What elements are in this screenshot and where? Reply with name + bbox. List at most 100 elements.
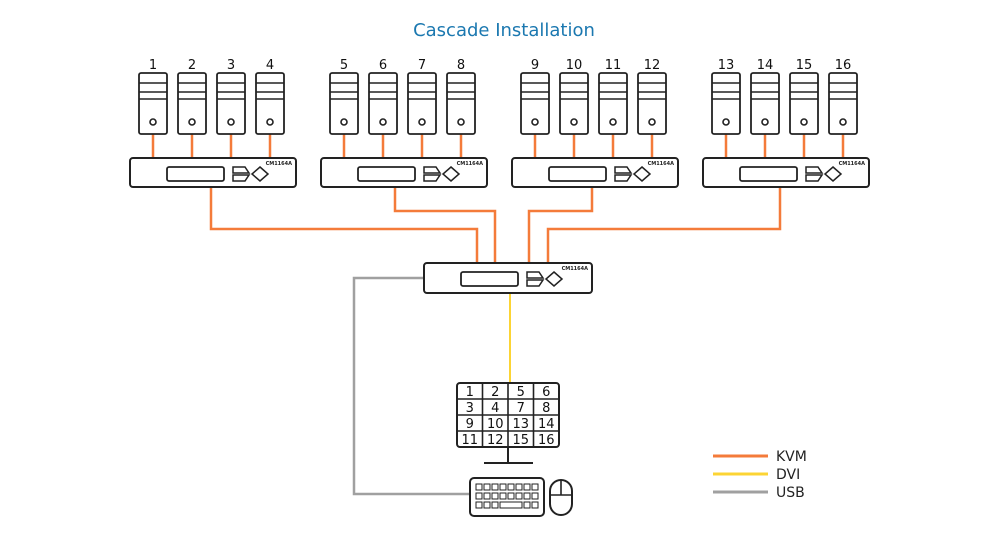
computer: 4 <box>255 58 285 135</box>
computer: 13 <box>711 58 741 135</box>
power-button-icon <box>418 118 426 126</box>
key <box>507 492 515 500</box>
key <box>475 501 483 509</box>
key <box>523 483 531 491</box>
logo-diamond-icon <box>441 166 461 182</box>
logo-diamond-icon <box>823 166 843 182</box>
monitor-cell-label: 1 <box>466 385 474 400</box>
switch-display <box>739 166 798 182</box>
key <box>499 483 507 491</box>
monitor-cell-label: 12 <box>487 433 504 448</box>
power-button-icon <box>227 118 235 126</box>
logo-icon <box>614 166 633 182</box>
switch-model-label: CM1164A <box>648 161 675 167</box>
switch-display <box>460 271 519 287</box>
kvm-cable <box>527 187 594 263</box>
computer-icon <box>177 72 207 135</box>
connection-lines <box>151 134 845 496</box>
computer: 15 <box>789 58 819 135</box>
computer-number: 10 <box>566 58 583 73</box>
logo-icon <box>526 271 545 287</box>
mouse-icon <box>549 479 573 516</box>
key <box>475 492 483 500</box>
computer-number: 8 <box>457 58 465 73</box>
power-button-icon <box>188 118 196 126</box>
computer-icon <box>216 72 246 135</box>
key <box>491 501 499 509</box>
computer-icon <box>711 72 741 135</box>
power-button-icon <box>570 118 578 126</box>
monitor-cell-label: 13 <box>512 417 529 432</box>
switch-display <box>166 166 225 182</box>
computer-icon <box>138 72 168 135</box>
spacebar <box>499 501 523 509</box>
kvm-switch: CM1164A <box>129 157 297 188</box>
power-button-icon <box>149 118 157 126</box>
computer-number: 15 <box>796 58 813 73</box>
computer-icon <box>520 72 550 135</box>
usb-cable <box>352 276 470 496</box>
monitor-cell-label: 9 <box>466 417 474 432</box>
key <box>515 492 523 500</box>
key <box>507 483 515 491</box>
monitor-cell-label: 11 <box>461 433 478 448</box>
legend-label-dvi: DVI <box>776 467 800 483</box>
power-button-icon <box>340 118 348 126</box>
switch-model-label: CM1164A <box>562 266 589 272</box>
computer-number: 6 <box>379 58 387 73</box>
computer: 3 <box>216 58 246 135</box>
key <box>531 492 539 500</box>
power-button-icon <box>648 118 656 126</box>
computer: 6 <box>368 58 398 135</box>
computer-icon <box>329 72 359 135</box>
key <box>475 483 483 491</box>
key <box>483 483 491 491</box>
monitor-cell-label: 8 <box>542 401 550 416</box>
monitor-cell-label: 7 <box>517 401 525 416</box>
computer-icon <box>559 72 589 135</box>
monitor-cell-label: 4 <box>491 401 499 416</box>
kvm-switch: CM1164A <box>320 157 488 188</box>
computer-icon <box>407 72 437 135</box>
computer: 8 <box>446 58 476 135</box>
diagram-title: Cascade Installation <box>413 20 595 41</box>
logo-icon <box>805 166 824 182</box>
switch-model-label: CM1164A <box>266 161 293 167</box>
kvm-cable <box>209 187 479 263</box>
key <box>483 492 491 500</box>
computer-icon <box>828 72 858 135</box>
computer-number: 11 <box>605 58 622 73</box>
monitor-cell-label: 2 <box>491 385 499 400</box>
key <box>531 483 539 491</box>
kvm-cable <box>546 187 782 263</box>
computer-icon <box>750 72 780 135</box>
computer-number: 13 <box>718 58 735 73</box>
computer: 11 <box>598 58 628 135</box>
computer: 16 <box>828 58 858 135</box>
logo-icon <box>423 166 442 182</box>
computer-icon <box>598 72 628 135</box>
key <box>491 492 499 500</box>
key <box>523 501 531 509</box>
key <box>523 492 531 500</box>
computer-icon <box>368 72 398 135</box>
computer: 9 <box>520 58 550 135</box>
kvm-cable <box>393 187 497 263</box>
monitor-cell-label: 5 <box>517 385 525 400</box>
legend-label-kvm: KVM <box>776 449 807 465</box>
key <box>483 501 491 509</box>
key <box>499 492 507 500</box>
computer: 1 <box>138 58 168 135</box>
keyboard-icon <box>469 477 545 517</box>
computer-number: 1 <box>149 58 157 73</box>
computer: 12 <box>637 58 667 135</box>
master-kvm-switch: CM1164A <box>423 262 593 294</box>
logo-diamond-icon <box>632 166 652 182</box>
computer-number: 14 <box>757 58 774 73</box>
computer-icon <box>255 72 285 135</box>
